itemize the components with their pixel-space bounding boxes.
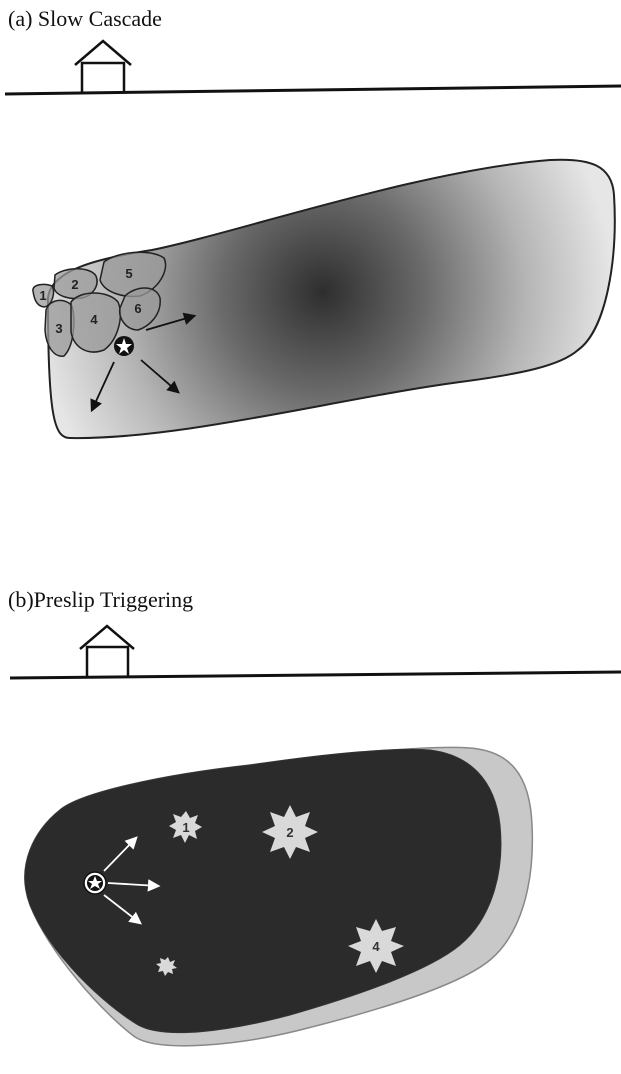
patch-label-5: 5 <box>125 266 132 281</box>
patch-label-3: 3 <box>55 321 62 336</box>
preslip-triggering-diagram: 1 2 4 <box>0 575 621 1074</box>
house-icon <box>80 626 134 676</box>
patch-label-2: 2 <box>71 277 78 292</box>
subevent-label-4: 4 <box>372 939 380 954</box>
subevent-label-2: 2 <box>286 825 293 840</box>
panel-preslip-triggering: 1 2 4 (b)Preslip Triggering <box>0 575 621 1074</box>
hypocenter-star-icon <box>84 872 106 894</box>
ground-line <box>10 672 621 678</box>
panel-a-title: (a) Slow Cascade <box>8 6 162 32</box>
patch-label-4: 4 <box>90 312 98 327</box>
ground-line <box>5 86 621 94</box>
patch-label-6: 6 <box>134 301 141 316</box>
house-icon <box>75 41 131 92</box>
slow-cascade-diagram: 1 2 3 4 5 6 <box>0 0 621 520</box>
patch-label-1: 1 <box>39 288 46 303</box>
panel-slow-cascade: 1 2 3 4 5 6 (a) Slow Cascade <box>0 0 621 520</box>
subevent-label-1: 1 <box>182 820 189 835</box>
hypocenter-star-icon <box>114 336 134 356</box>
panel-b-title: (b)Preslip Triggering <box>8 587 193 613</box>
